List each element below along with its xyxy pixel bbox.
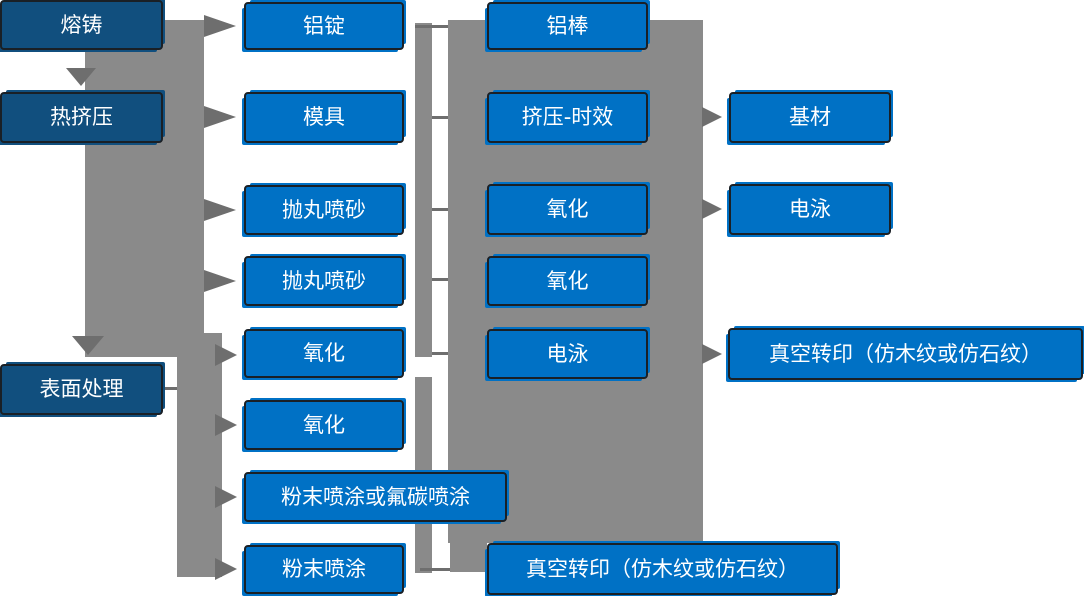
arrow-down-icon [66,68,96,86]
node-mold: 模具 [244,92,404,143]
arrow-right-icon [204,106,236,128]
connector-line [163,387,177,390]
arrow-right-icon [702,344,722,364]
connector-band [85,20,204,357]
node-powder-or-fluorocarbon: 粉末喷涂或氟碳喷涂 [244,472,507,522]
arrow-right-icon [702,107,722,127]
connector-line [415,25,448,28]
connector-line [432,278,448,281]
node-electrophoresis-2: 电泳 [729,184,891,235]
arrow-right-icon [215,486,237,508]
connector-line [432,208,448,211]
node-shot-blasting-1: 抛丸喷砂 [244,185,404,235]
node-vacuum-transfer-bottom: 真空转印（仿木纹或仿石纹） [487,543,838,595]
node-shot-blasting-2: 抛丸喷砂 [244,256,404,306]
node-oxidation-1: 氧化 [244,329,404,378]
node-vacuum-transfer-right: 真空转印（仿木纹或仿石纹） [728,328,1083,380]
node-surface-treatment: 表面处理 [0,364,163,415]
node-aluminum-ingot: 铝锭 [244,2,404,50]
node-extrusion-aging: 挤压-时效 [487,92,648,143]
arrow-down-icon [72,336,104,355]
node-hot-extrusion: 热挤压 [0,92,163,143]
connector-band [450,543,487,572]
node-oxidation-2: 氧化 [244,400,404,450]
node-powder-coating: 粉末喷涂 [244,545,404,594]
connector-line [420,568,450,571]
connector-line [432,352,448,355]
arrow-right-icon [702,199,722,219]
connector-band [415,23,432,357]
node-oxidation-4: 氧化 [487,256,648,306]
arrow-right-icon [215,414,237,436]
node-base-material: 基材 [729,92,891,143]
arrow-right-icon [215,558,237,580]
arrow-right-icon [204,199,236,221]
node-melting-casting: 熔铸 [0,0,163,50]
arrow-right-icon [204,15,236,37]
arrow-right-icon [215,344,237,366]
node-aluminum-rod: 铝棒 [487,2,648,50]
node-oxidation-3: 氧化 [487,184,648,235]
arrow-right-icon [204,270,236,292]
node-electrophoresis-1: 电泳 [487,329,648,379]
connector-line [432,116,448,119]
connector-band [177,333,222,577]
